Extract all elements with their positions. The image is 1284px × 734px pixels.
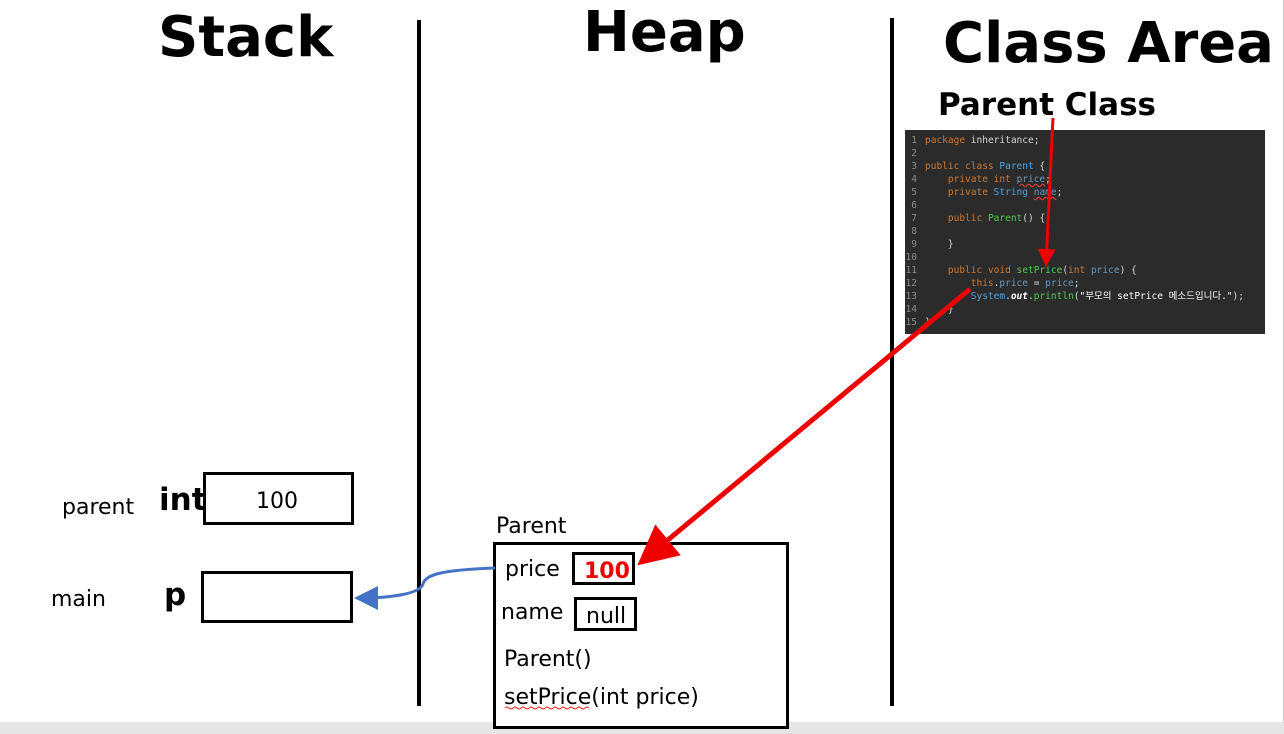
- heap-field-name-value: null: [586, 604, 627, 629]
- heap-title: Heap: [583, 0, 746, 65]
- stack-title: Stack: [158, 5, 334, 70]
- code-line: 5 private String name;: [911, 187, 1063, 198]
- heap-field-price-value: 100: [584, 559, 630, 584]
- stack-var-box-price: 100: [203, 472, 354, 525]
- class-area-title: Class Area: [943, 11, 1274, 76]
- heap-object-box: [493, 542, 789, 729]
- code-line: 13 System.out.println("부모의 setPrice 메소드입…: [905, 291, 1244, 302]
- code-line: 9 }: [911, 239, 954, 250]
- code-line: 8: [911, 226, 917, 237]
- code-line: 15}: [905, 317, 931, 328]
- code-line: 4 private int price;: [911, 174, 1051, 185]
- heap-field-name-box: null: [574, 597, 637, 631]
- stack-var-type-int: int: [159, 482, 207, 518]
- heap-field-price-label: price: [505, 557, 560, 582]
- code-line: 11 public void setPrice(int price) {: [905, 265, 1137, 276]
- parent-class-label: Parent Class: [938, 87, 1156, 123]
- code-line: 12 this.price = price;: [905, 278, 1080, 289]
- heap-field-name-label: name: [501, 600, 564, 625]
- code-line: 10: [905, 252, 917, 263]
- heap-method-setprice: setPrice(int price): [504, 685, 699, 710]
- code-line: 2: [911, 148, 917, 159]
- heap-method-constructor: Parent(): [504, 647, 592, 672]
- stack-frame-parent-label: parent: [62, 495, 135, 520]
- stack-var-value: 100: [256, 489, 298, 514]
- code-line: 14 }: [905, 304, 954, 315]
- code-line: 6: [911, 200, 917, 211]
- stack-var-box-p: [201, 571, 353, 623]
- code-line: 7 public Parent() {: [911, 213, 1046, 224]
- heap-object-label: Parent: [496, 514, 567, 539]
- divider-stack-heap: [417, 20, 421, 706]
- heap-field-price-box: 100: [572, 552, 635, 585]
- divider-heap-class: [890, 18, 894, 706]
- stack-frame-main-label: main: [51, 587, 106, 612]
- stack-var-p: p: [164, 577, 187, 613]
